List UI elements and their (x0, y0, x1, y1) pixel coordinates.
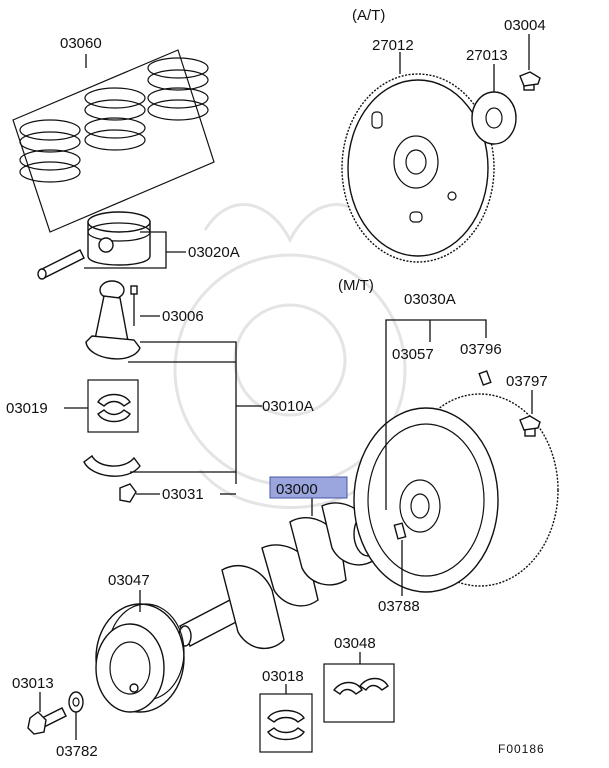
part-label-03006[interactable]: 03006 (162, 308, 204, 325)
part-label-03797[interactable]: 03797 (506, 373, 548, 390)
pulley-bolt (27, 692, 67, 735)
connecting-rod (85, 280, 262, 484)
part-label-03796[interactable]: 03796 (460, 341, 502, 358)
part-label-03004[interactable]: 03004 (504, 17, 546, 34)
flywheel-pin (478, 370, 492, 386)
conrod-bearing-box (64, 379, 139, 433)
drive-plate-at (341, 52, 495, 263)
piston-ring-set-2 (84, 87, 146, 151)
damper-pulley (95, 590, 185, 713)
selected-part-highlight[interactable] (269, 476, 348, 499)
part-label-27012[interactable]: 27012 (372, 37, 414, 54)
part-label-03018[interactable]: 03018 (262, 668, 304, 685)
piston-rings-group (12, 49, 215, 233)
piston-ring-set-3 (147, 57, 209, 121)
thrust-bearing-box (323, 652, 395, 723)
washer (68, 691, 84, 740)
flywheel-mt (353, 319, 559, 593)
part-label-03060[interactable]: 03060 (60, 35, 102, 52)
part-label-03031[interactable]: 03031 (162, 486, 204, 503)
part-label-03019[interactable]: 03019 (6, 400, 48, 417)
part-label-03782[interactable]: 03782 (56, 743, 98, 760)
part-label-03000[interactable]: 03000 (276, 481, 318, 498)
figure-code: F00186 (498, 742, 545, 756)
part-label-03048[interactable]: 03048 (334, 635, 376, 652)
part-label-03020a[interactable]: 03020A (188, 244, 240, 261)
part-label-03047[interactable]: 03047 (108, 572, 150, 589)
drive-plate-bolt (519, 34, 541, 91)
part-label-03013[interactable]: 03013 (12, 675, 54, 692)
dowel-pin (393, 522, 407, 596)
flywheel-bolt (519, 390, 541, 437)
variant-label-at: (A/T) (352, 7, 385, 24)
rod-cap (83, 454, 236, 503)
main-bearing-box (259, 684, 313, 753)
part-label-03788[interactable]: 03788 (378, 598, 420, 615)
crankshaft (178, 498, 383, 650)
part-label-03057[interactable]: 03057 (392, 346, 434, 363)
adapter-plate (471, 64, 517, 145)
variant-label-mt: (M/T) (338, 277, 374, 294)
piston-assembly (37, 211, 186, 280)
piston-ring-set-1 (19, 119, 81, 183)
part-label-03010a[interactable]: 03010A (262, 398, 314, 415)
part-label-03030a[interactable]: 03030A (404, 291, 456, 308)
part-label-27013[interactable]: 27013 (466, 47, 508, 64)
